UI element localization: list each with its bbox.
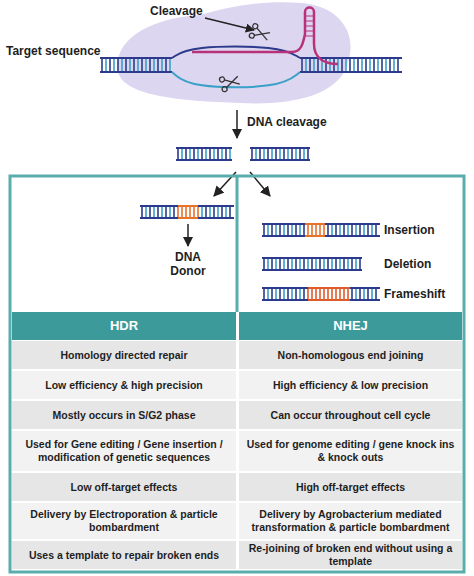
guide-rna	[192, 8, 338, 65]
callout-label: Cleavage	[150, 4, 230, 18]
table-cell: Homology directed repair	[12, 341, 236, 369]
table-cell: Non-homologous end joining	[239, 341, 462, 369]
table-cell: Used for Gene editing / Gene insertion /…	[12, 431, 236, 471]
table-header-cell: HDR	[12, 312, 236, 340]
dna-strands	[100, 47, 402, 301]
table-cell: Mostly occurs in S/G2 phase	[12, 401, 236, 429]
table-cell: Low off-target effects	[12, 473, 236, 501]
table-cell: Uses a template to repair broken ends	[12, 541, 236, 569]
table-cell: Delivery by Agrobacterium mediated trans…	[239, 503, 462, 539]
table-cell: High efficiency & low precision	[239, 371, 462, 399]
donor-label: DNA Donor	[164, 250, 212, 279]
step-label: DNA cleavage	[247, 115, 347, 129]
cas9-protein	[117, 2, 350, 103]
flow-arrow	[236, 110, 238, 138]
scissors-symbol	[219, 73, 241, 92]
outcome-label: Insertion	[384, 223, 469, 237]
outcome-label: Deletion	[384, 257, 469, 271]
rna-hairpin-rungs	[305, 16, 314, 36]
table-cell: High off-target effects	[239, 473, 462, 501]
outcome-label: Frameshift	[384, 287, 469, 301]
table-cell: Can occur throughout cell cycle	[239, 401, 462, 429]
scissors-symbol	[249, 23, 272, 43]
table-cell: Used for genome editing / gene knock ins…	[239, 431, 462, 471]
table-cell: Delivery by Electroporation & particle b…	[12, 503, 236, 539]
callout-label: Target sequence	[6, 44, 106, 58]
callout-arrow	[205, 18, 254, 30]
table-cell: Re-joining of broken end without using a…	[239, 541, 462, 569]
flow-arrow	[187, 224, 189, 246]
table-cell: Low efficiency & high precision	[12, 371, 236, 399]
table-header-cell: NHEJ	[239, 312, 462, 340]
panel-divider	[236, 176, 239, 312]
